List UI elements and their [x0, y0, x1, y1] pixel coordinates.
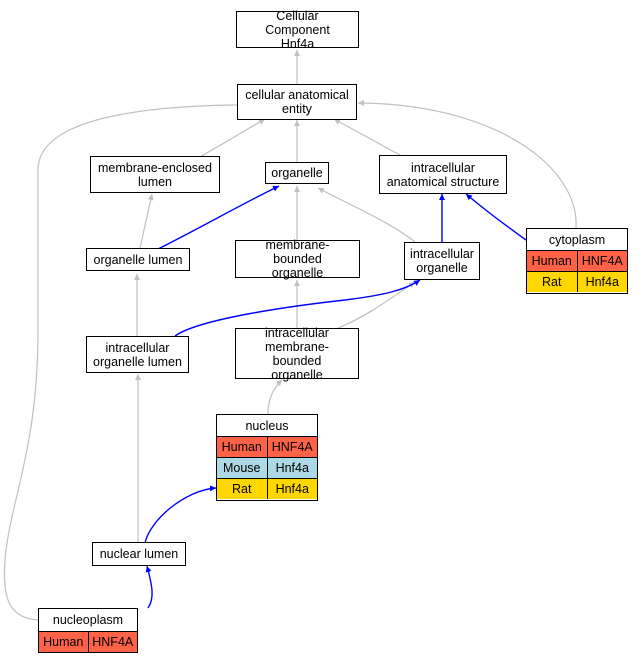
node-nuclear-lumen: nuclear lumen — [92, 542, 186, 566]
edge-cyto-cae — [357, 100, 577, 229]
species-cell: Human — [527, 251, 577, 271]
node-label: intracellular organelle lumen — [93, 340, 182, 369]
node-intracellular-organelle-lumen: intracellular organelle lumen — [86, 336, 189, 373]
node-organelle-lumen: organelle lumen — [86, 248, 190, 271]
node-label: organelle — [271, 166, 323, 180]
edge-olum-org — [157, 185, 280, 250]
node-label: membrane-enclosed lumen — [98, 160, 212, 189]
node-label: intracellular anatomical structure — [386, 160, 500, 189]
species-cell: Human — [39, 632, 88, 652]
species-row: Human HNF4A — [39, 631, 137, 652]
edge-np-cae — [3, 101, 269, 621]
species-cell: Rat — [217, 479, 267, 499]
species-cell: Human — [217, 437, 267, 457]
gene-cell: Hnf4a — [576, 272, 627, 292]
node-nucleoplasm: nucleoplasm Human HNF4A — [38, 608, 138, 653]
gene-cell: HNF4A — [576, 251, 627, 271]
species-row: Human HNF4A — [217, 436, 317, 457]
node-organelle: organelle — [265, 162, 329, 184]
node-label: Cellular Component Hnf4a — [265, 8, 330, 51]
node-label: intracellular organelle — [410, 247, 474, 275]
species-row: Rat Hnf4a — [217, 478, 317, 499]
edge-nl-nuc — [144, 485, 217, 544]
species-row: Rat Hnf4a — [527, 271, 627, 292]
gene-cell: Hnf4a — [266, 479, 317, 499]
node-intracellular-membrane-bounded-organelle: intracellular membrane-bounded organelle — [235, 325, 359, 382]
node-intracellular-anatomical-structure: intracellular anatomical structure — [379, 155, 507, 194]
edge-np-nl — [145, 565, 153, 609]
edge-nuc-imbo — [267, 379, 283, 415]
edge-ias-cae — [333, 118, 401, 156]
species-cell: Rat — [527, 272, 577, 292]
node-label: cytoplasm — [548, 232, 606, 247]
edge-mel-cae — [199, 118, 266, 158]
gene-cell: Hnf4a — [266, 458, 317, 478]
node-label: intracellular membrane-bounded organelle — [265, 325, 329, 382]
node-label: nuclear lumen — [99, 547, 179, 561]
node-cellular-anatomical-entity: cellular anatomical entity — [237, 84, 357, 120]
gene-cell: HNF4A — [266, 437, 317, 457]
species-row: Human HNF4A — [527, 250, 627, 271]
node-label: nucleoplasm — [52, 613, 124, 627]
node-cellular-component: Cellular Component Hnf4a — [236, 8, 359, 51]
node-nucleus: nucleus Human HNF4A Mouse Hnf4a Rat Hnf4… — [216, 414, 318, 501]
node-label: organelle lumen — [93, 252, 183, 267]
node-cytoplasm: cytoplasm Human HNF4A Rat Hnf4a — [526, 228, 628, 294]
node-label: membrane-bounded organelle — [265, 238, 330, 280]
species-row: Mouse Hnf4a — [217, 457, 317, 478]
node-label: nucleus — [245, 418, 289, 433]
node-membrane-enclosed-lumen: membrane-enclosed lumen — [90, 156, 220, 193]
edge-cyto-ias — [465, 193, 527, 241]
edge-olum-mel — [139, 193, 154, 249]
gene-cell: HNF4A — [87, 632, 137, 652]
species-cell: Mouse — [217, 458, 267, 478]
node-intracellular-organelle: intracellular organelle — [404, 242, 480, 280]
edge-io-org — [317, 187, 416, 243]
node-membrane-bounded-organelle: membrane-bounded organelle — [235, 238, 360, 280]
edge-iol-io — [174, 279, 421, 337]
node-label: cellular anatomical entity — [245, 88, 349, 116]
